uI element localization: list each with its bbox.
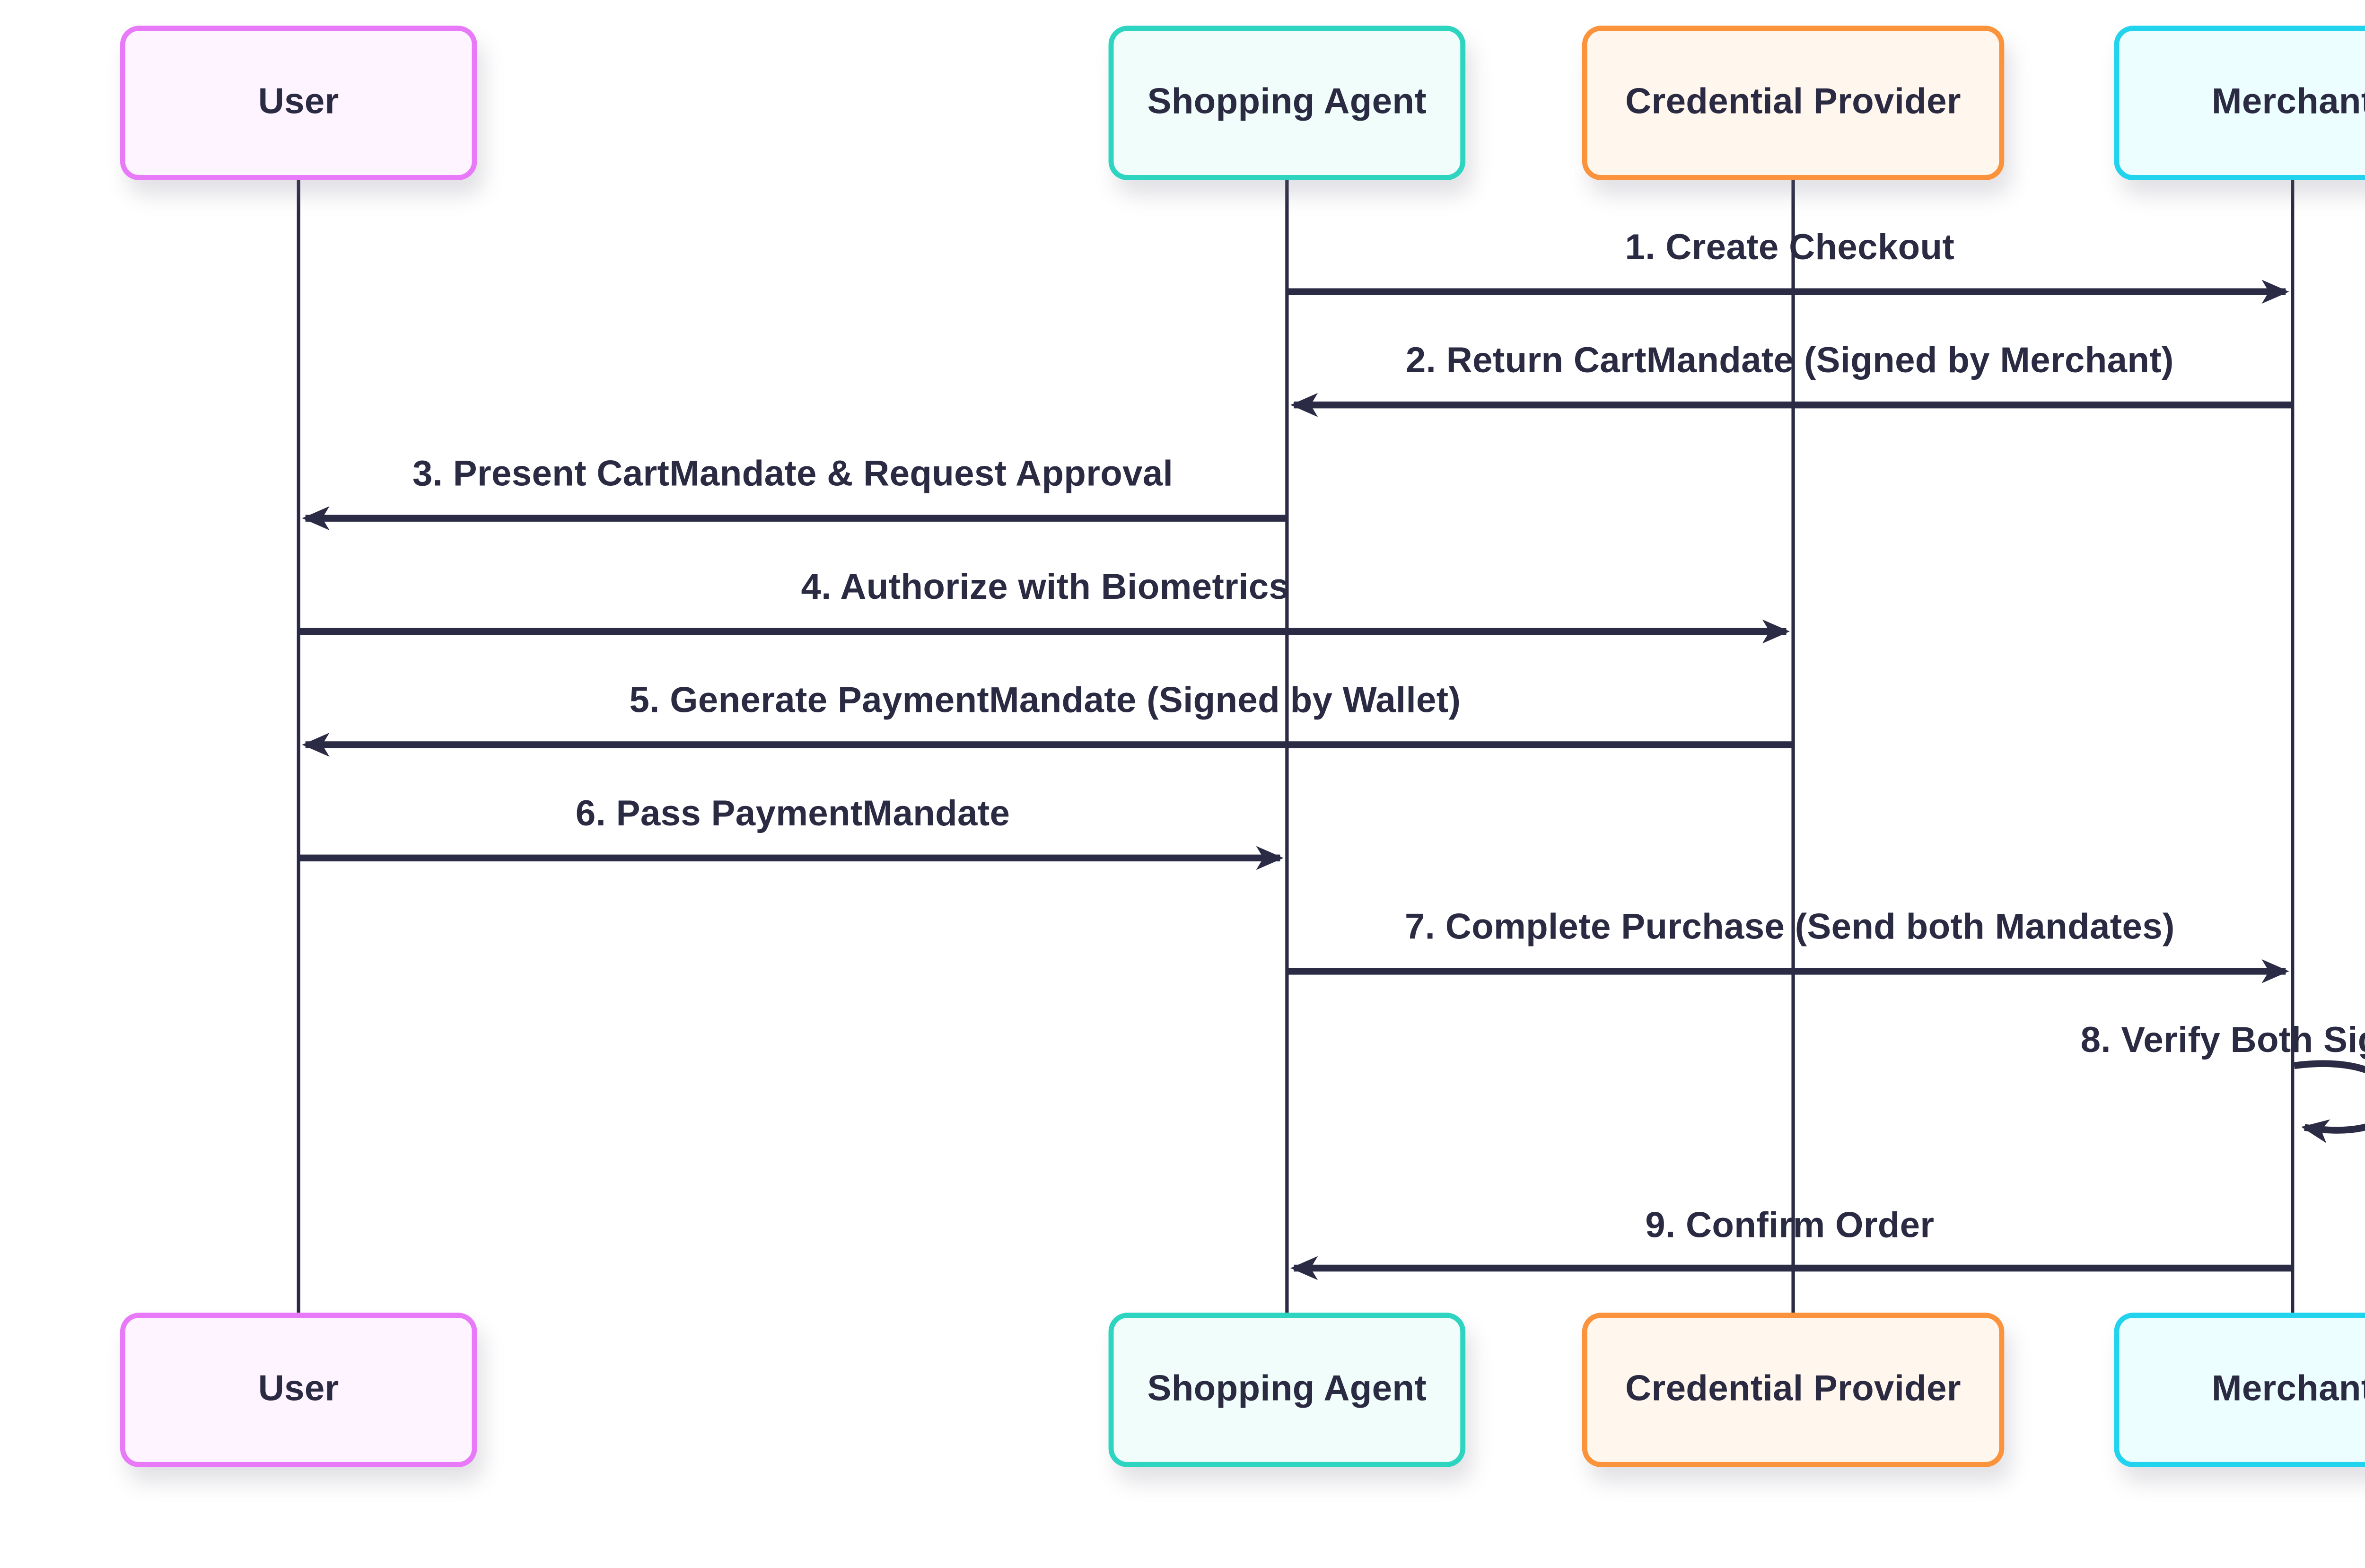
actor-box-credential-provider-top: Credential Provider: [1582, 26, 2005, 180]
actor-label: User: [258, 1369, 339, 1409]
message-2-label: 2. Return CartMandate (Signed by Merchan…: [1405, 341, 2174, 381]
message-1-label: 1. Create Checkout: [1625, 228, 1955, 268]
actor-box-user-top: User: [120, 26, 477, 180]
actor-box-credential-provider-bottom: Credential Provider: [1582, 1313, 2005, 1467]
actor-label: Shopping Agent: [1147, 82, 1427, 122]
actor-label: Shopping Agent: [1147, 1369, 1427, 1409]
message-5-label: 5. Generate PaymentMandate (Signed by Wa…: [629, 681, 1461, 721]
actor-box-shopping-agent-top: Shopping Agent: [1108, 26, 1466, 180]
message-9-label: 9. Confirm Order: [1645, 1206, 1935, 1246]
actor-label: Credential Provider: [1625, 82, 1961, 122]
actor-box-shopping-agent-bottom: Shopping Agent: [1108, 1313, 1466, 1467]
actor-box-merchant-bottom: Merchant: [2114, 1313, 2365, 1467]
message-4-label: 4. Authorize with Biometrics: [801, 568, 1289, 608]
message-3-label: 3. Present CartMandate & Request Approva…: [412, 455, 1174, 494]
actor-label: Merchant: [2211, 82, 2365, 122]
actor-box-user-bottom: User: [120, 1313, 477, 1467]
message-8-label: 8. Verify Both Signatures: [2080, 1021, 2365, 1060]
message-arrows: [298, 280, 2365, 1280]
actor-label: Merchant: [2211, 1369, 2365, 1409]
message-7-label: 7. Complete Purchase (Send both Mandates…: [1404, 908, 2175, 947]
actor-label: Credential Provider: [1625, 1369, 1961, 1409]
actor-label: User: [258, 82, 339, 122]
arrow-8-self-loop-verify-signatures: [2294, 1060, 2365, 1143]
message-6-label: 6. Pass PaymentMandate: [575, 794, 1010, 834]
actor-box-merchant-top: Merchant: [2114, 26, 2365, 180]
